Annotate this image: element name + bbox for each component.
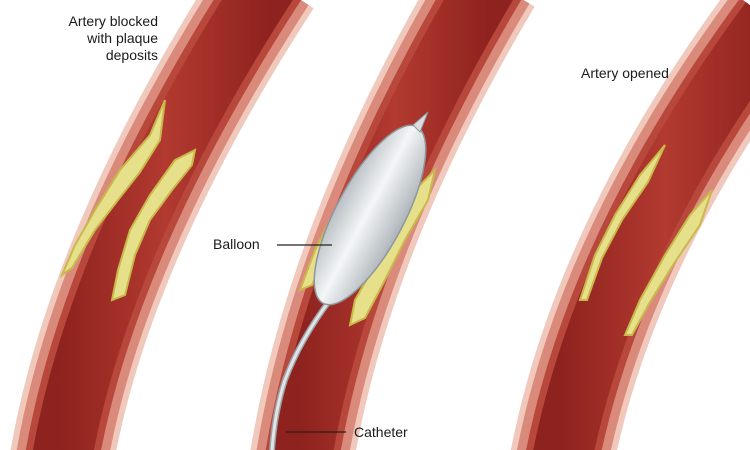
label-catheter: Catheter bbox=[354, 424, 408, 440]
plaque-deposit bbox=[578, 144, 666, 301]
label-line: deposits bbox=[105, 47, 158, 63]
artery-opened bbox=[510, 0, 750, 450]
artery-blocked bbox=[10, 0, 314, 450]
label-artery-opened: Artery opened bbox=[581, 65, 669, 81]
label-artery-blocked: Artery blocked with plaque deposits bbox=[20, 13, 158, 64]
label-line: Artery blocked bbox=[68, 13, 158, 29]
plaque-deposit bbox=[110, 148, 197, 302]
plaque-deposit bbox=[59, 99, 166, 278]
label-line: with plaque bbox=[87, 30, 158, 46]
artery-with-balloon bbox=[250, 0, 535, 450]
plaque-deposit bbox=[623, 189, 713, 336]
label-balloon: Balloon bbox=[213, 236, 260, 252]
